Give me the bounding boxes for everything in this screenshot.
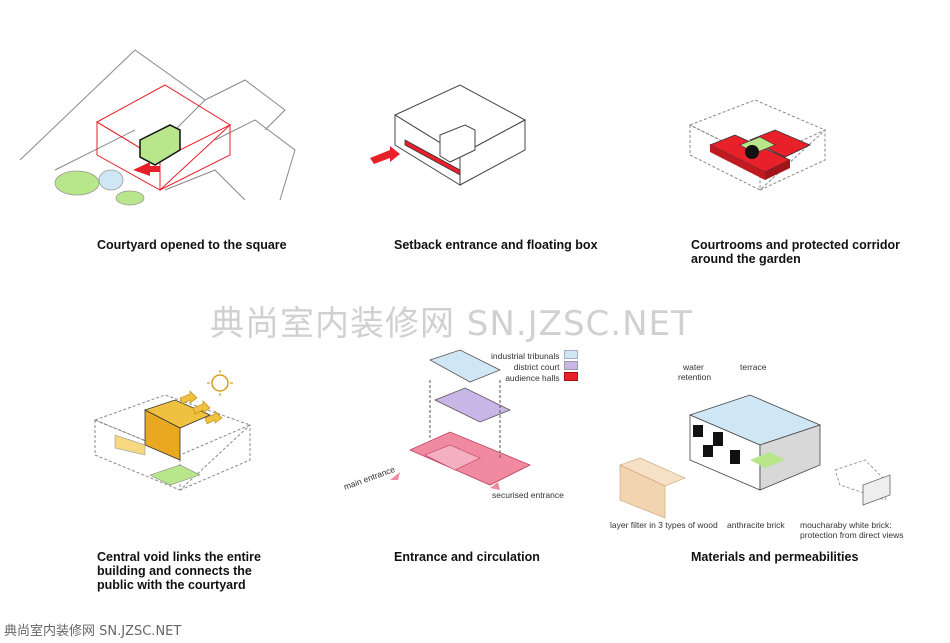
svg-text:water: water — [682, 362, 704, 372]
svg-text:retention: retention — [678, 372, 711, 382]
courtrooms-diagram — [688, 99, 827, 191]
circulation-diagram: main entrance securised entrance — [342, 349, 564, 500]
svg-text:moucharaby white brick:: moucharaby white brick: — [800, 520, 892, 530]
caption-circulation: Entrance and circulation — [394, 550, 540, 564]
svg-text:terrace: terrace — [740, 362, 767, 372]
tree-icon — [745, 145, 759, 159]
green-area — [54, 170, 100, 196]
legend-swatch — [564, 372, 578, 382]
setback-diagram — [370, 84, 527, 186]
legend-swatch — [564, 350, 578, 360]
legend-item-audience: audience halls — [488, 368, 578, 386]
legend-item-district: district court — [488, 357, 578, 375]
watermark-center: 典尚室内装修网 SN.JZSC.NET — [210, 304, 693, 344]
caption-materials: Materials and permeabilities — [691, 550, 859, 564]
panel-materials: water retention terrace layer filter in … — [605, 360, 905, 550]
materials-diagram: water retention terrace layer filter in … — [610, 362, 903, 540]
caption-courtrooms: Courtrooms and protected corridor around… — [691, 238, 901, 266]
caption-central-void: Central void links the entire building a… — [97, 550, 261, 592]
central-void-diagram — [93, 370, 252, 491]
svg-text:protection from direct views: protection from direct views — [800, 530, 903, 540]
watermark-bottom: 典尚室内装修网 SN.JZSC.NET — [4, 624, 182, 639]
legend-swatch — [564, 361, 578, 371]
panel-central-void — [85, 370, 385, 560]
water-area — [98, 169, 124, 191]
panel-circulation: main entrance securised entrance industr… — [340, 340, 640, 530]
courtyard-diagram — [19, 49, 296, 206]
panel-setback — [360, 70, 660, 260]
panel-courtrooms — [680, 90, 950, 280]
caption-setback: Setback entrance and floating box — [394, 238, 598, 252]
arrow-icon — [133, 162, 160, 176]
panel-courtyard — [15, 40, 315, 230]
svg-text:layer filter in 3 types of woo: layer filter in 3 types of wood — [610, 520, 718, 530]
legend-item-industrial: industrial tribunals — [488, 346, 578, 364]
light-arrows-icon — [179, 390, 223, 425]
sun-icon — [211, 374, 229, 392]
caption-courtyard: Courtyard opened to the square — [97, 238, 287, 252]
arrow-icon — [370, 146, 400, 164]
main-entrance-label: main entrance — [342, 464, 396, 492]
secured-entrance-label: securised entrance — [492, 490, 564, 500]
svg-text:anthracite brick: anthracite brick — [727, 520, 785, 530]
